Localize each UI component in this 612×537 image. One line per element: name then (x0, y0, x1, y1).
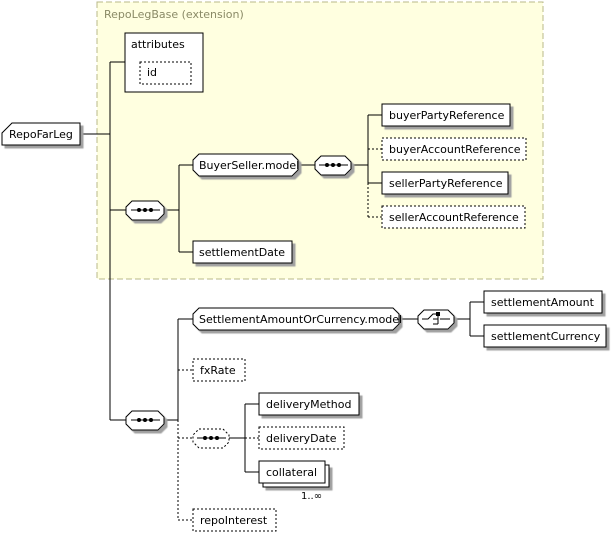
seller-party-reference[interactable]: sellerPartyReference (381, 171, 509, 195)
seller-account-reference-label: sellerAccountReference (389, 211, 519, 224)
buyer-account-reference[interactable]: buyerAccountReference (381, 137, 527, 161)
seller-party-reference-label: sellerPartyReference (389, 177, 503, 190)
repo-interest[interactable]: repoInterest (192, 508, 277, 532)
buyer-party-reference[interactable]: buyerPartyReference (381, 103, 511, 127)
attributes-label: attributes (131, 38, 185, 51)
collateral[interactable]: collateral 1..∞ (258, 460, 330, 502)
delivery-date[interactable]: deliveryDate (258, 426, 345, 450)
sequence-compositor-2[interactable] (125, 410, 165, 431)
delivery-method[interactable]: deliveryMethod (258, 392, 360, 416)
fx-rate[interactable]: fxRate (192, 358, 246, 382)
settlement-amount[interactable]: settlementAmount (483, 290, 603, 314)
delivery-method-label: deliveryMethod (266, 398, 351, 411)
attribute-id-label: id (147, 66, 157, 79)
collateral-occurrence: 1..∞ (301, 491, 322, 502)
collateral-label: collateral (266, 466, 317, 479)
settlement-amount-label: settlementAmount (491, 296, 595, 309)
buyer-seller-model[interactable]: BuyerSeller.model (192, 153, 299, 177)
buyer-party-reference-label: buyerPartyReference (389, 109, 505, 122)
choice-compositor[interactable] (417, 309, 455, 330)
seller-account-reference[interactable]: sellerAccountReference (381, 205, 526, 229)
delivery-date-label: deliveryDate (266, 432, 337, 445)
root-label: RepoFarLeg (9, 128, 73, 141)
settlement-date[interactable]: settlementDate (192, 240, 293, 264)
settlement-currency-label: settlementCurrency (491, 330, 601, 343)
sequence-compositor-buyer-seller[interactable] (314, 155, 352, 176)
buyer-account-reference-label: buyerAccountReference (389, 143, 521, 156)
attributes-group: attributes id (124, 32, 204, 93)
buyer-seller-model-label: BuyerSeller.model (199, 159, 299, 172)
optional-sequence-compositor[interactable] (192, 428, 230, 449)
fx-rate-label: fxRate (200, 364, 236, 377)
extension-label: RepoLegBase (extension) (104, 8, 244, 21)
settlement-amount-or-currency-model[interactable]: SettlementAmountOrCurrency.model (192, 307, 402, 331)
settlement-currency[interactable]: settlementCurrency (483, 324, 607, 348)
attribute-id[interactable]: id (139, 61, 192, 85)
root-element[interactable]: RepoFarLeg (1, 122, 81, 146)
sequence-compositor-1[interactable] (125, 200, 165, 221)
settlement-amount-or-currency-model-label: SettlementAmountOrCurrency.model (199, 313, 402, 326)
repo-interest-label: repoInterest (200, 514, 268, 527)
connectors (80, 61, 484, 521)
settlement-date-label: settlementDate (199, 246, 285, 259)
